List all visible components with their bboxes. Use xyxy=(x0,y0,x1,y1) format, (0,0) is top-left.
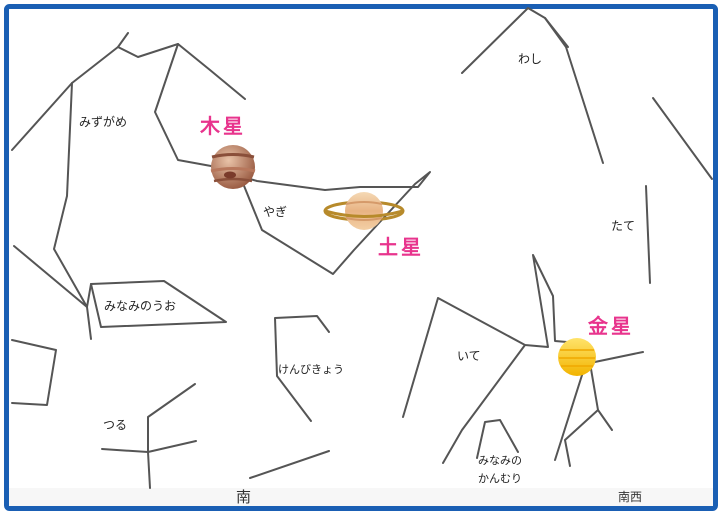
piscis-austrinus-tail xyxy=(86,283,92,340)
scutum-line-2 xyxy=(652,97,713,180)
microscopium-line xyxy=(274,315,330,422)
jupiter-label: 木星 xyxy=(200,114,246,138)
aquarius-line-branch xyxy=(117,32,129,48)
aquarius-line-inner xyxy=(154,43,223,169)
piscis-austrinus-label: みなみのうお xyxy=(104,299,177,313)
grus-label: つる xyxy=(103,418,128,432)
map-border xyxy=(4,4,718,511)
aquila-line-left xyxy=(461,7,569,74)
aquarius-line-west xyxy=(53,82,88,308)
sagittarius-line-5 xyxy=(554,371,584,461)
grus-line-5 xyxy=(249,450,330,479)
corona-australis-line xyxy=(476,419,519,459)
sagittarius-label: いて xyxy=(457,349,481,363)
scutum-line xyxy=(645,185,651,284)
aquarius-line-left xyxy=(13,245,88,308)
scutum-label: たて xyxy=(611,219,636,233)
aquila-line-right xyxy=(544,17,604,164)
jupiter-icon xyxy=(210,145,256,189)
piscis-austrinus-line xyxy=(90,280,227,328)
capricornus-label: やぎ xyxy=(263,205,288,219)
saturn-icon xyxy=(323,192,405,230)
aquila-label: わし xyxy=(518,52,543,66)
direction-south: 南 xyxy=(236,488,252,506)
corona-australis-label-line1: みなみの xyxy=(478,454,522,467)
sagittarius-line-4 xyxy=(564,409,599,467)
venus-icon xyxy=(558,338,596,376)
grus-line-1 xyxy=(147,383,196,453)
venus-label: 金星 xyxy=(588,314,634,338)
horizon-strip xyxy=(9,488,713,506)
aquarius-label: みずがめ xyxy=(79,115,128,129)
grus-line-4 xyxy=(11,339,57,406)
grus-line-3 xyxy=(147,451,151,489)
saturn-label: 土星 xyxy=(378,235,424,259)
direction-southwest: 南西 xyxy=(618,490,643,504)
microscopium-label: けんびきょう xyxy=(278,363,344,376)
corona-australis-label-line2: かんむり xyxy=(478,472,522,485)
capricornus-line xyxy=(239,171,431,275)
sagittarius-line-2 xyxy=(442,344,526,464)
sagittarius-line-3 xyxy=(589,362,613,431)
